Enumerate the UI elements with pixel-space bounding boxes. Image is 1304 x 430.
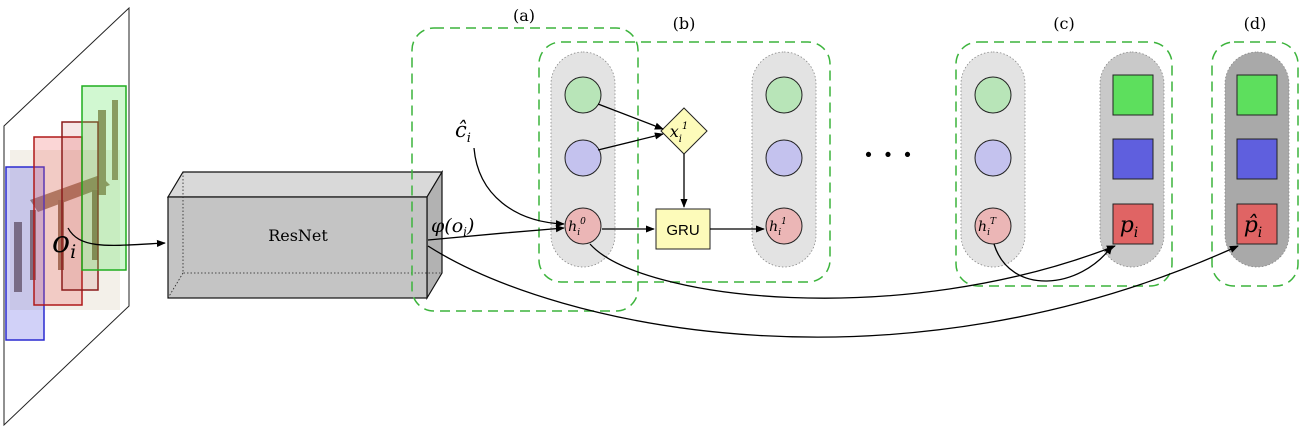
arrow-hT-to-p — [993, 243, 1113, 282]
arrow-context-to-h0 — [473, 147, 565, 228]
bbox-green — [81, 85, 127, 271]
chair-photo — [10, 100, 120, 310]
gru-label: GRU — [666, 222, 699, 239]
input-label: oi — [52, 225, 76, 263]
node-hT — [974, 207, 1012, 245]
group-b-label: (b) — [673, 14, 696, 33]
node-green-0 — [564, 76, 602, 114]
node-h1 — [765, 207, 803, 245]
group-a-region — [411, 27, 639, 312]
group-d-region — [1211, 41, 1299, 287]
output-phat-label: p̂i — [1244, 213, 1263, 241]
node-h1-label: hi1 — [769, 217, 787, 238]
arrow-image-to-resnet — [67, 227, 166, 248]
arrow-feature-to-h0 — [427, 225, 565, 241]
square-blue-phat — [1236, 138, 1278, 180]
resnet-block: ResNet — [166, 169, 444, 301]
gru-box — [655, 208, 711, 250]
square-red-phat — [1236, 203, 1278, 245]
group-a-label: (a) — [513, 6, 535, 25]
node-h0 — [564, 207, 602, 245]
node-green-T — [974, 76, 1012, 114]
diamond-x-label: xi1 — [670, 121, 689, 145]
resnet-top-face — [166, 171, 444, 198]
bbox-blue — [5, 166, 45, 341]
node-blue-0 — [564, 139, 602, 177]
resnet-front-face — [167, 196, 428, 299]
resnet-label: ResNet — [268, 226, 328, 245]
square-red-p — [1112, 203, 1154, 245]
arrow-feature-to-phat — [427, 245, 1239, 338]
arrow-h0-to-p — [589, 243, 1116, 299]
group-c-region — [955, 41, 1173, 287]
group-d-label: (d) — [1244, 14, 1267, 33]
arrows — [67, 103, 1239, 338]
context-label: ĉi — [455, 118, 471, 146]
bbox-darkred — [61, 121, 99, 291]
ellipsis: · · · — [864, 138, 913, 171]
group-c-label: (c) — [1053, 14, 1074, 33]
square-blue-p — [1112, 138, 1154, 180]
node-h0-label: hi0 — [568, 217, 586, 238]
node-hT-label: hiT — [978, 217, 997, 238]
output-p-label: pi — [1120, 213, 1139, 241]
arrow-blue-to-x — [597, 132, 664, 151]
square-green-phat — [1236, 74, 1278, 116]
node-blue-1 — [765, 139, 803, 177]
node-blue-T — [974, 139, 1012, 177]
arrow-green-to-x — [597, 103, 664, 130]
input-image-plane: oi — [3, 6, 130, 427]
feature-label: φ(oi) — [431, 215, 474, 239]
square-green-p — [1112, 74, 1154, 116]
node-green-1 — [765, 76, 803, 114]
